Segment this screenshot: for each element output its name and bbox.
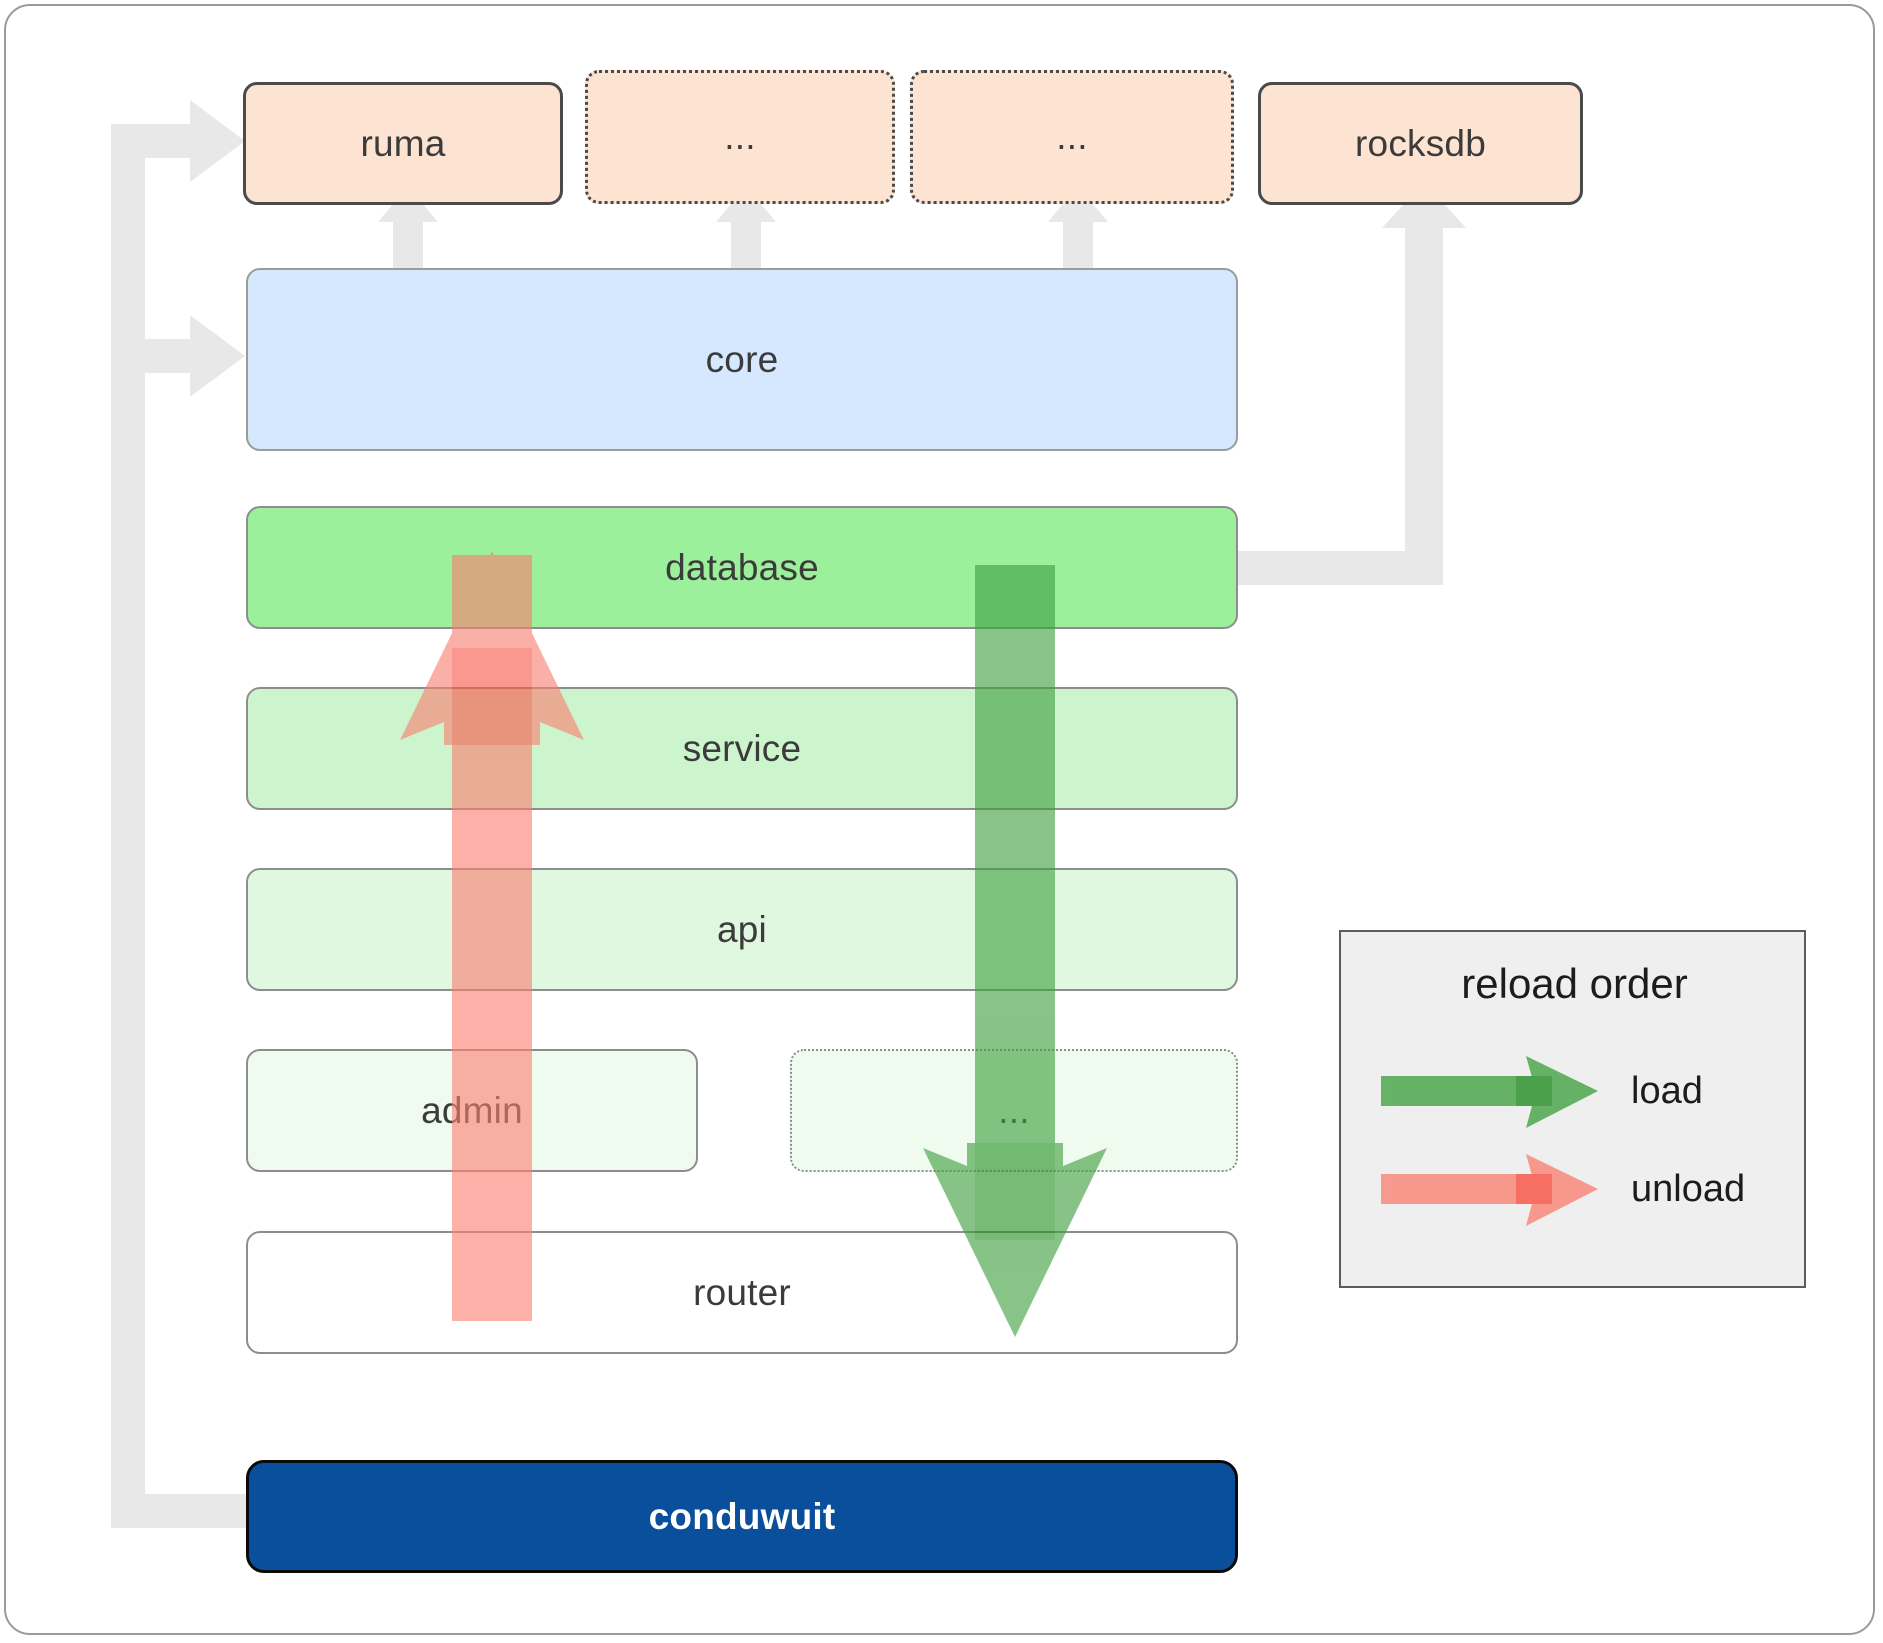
node-lib-ellipsis-2-label: ... — [1056, 116, 1088, 157]
node-database-label: database — [665, 546, 819, 588]
node-ruma[interactable]: ruma — [243, 82, 563, 205]
node-lib-ellipsis-2[interactable]: ... — [910, 70, 1234, 204]
node-database[interactable]: database — [246, 506, 1238, 629]
node-conduwuit[interactable]: conduwuit — [246, 1460, 1238, 1573]
legend-item-load-label: load — [1631, 1070, 1703, 1112]
legend-title: reload order — [1461, 960, 1688, 1007]
node-rocksdb[interactable]: rocksdb — [1258, 82, 1583, 205]
node-router[interactable]: router — [246, 1231, 1238, 1354]
legend-unload-arrow-icon — [1381, 1154, 1598, 1226]
node-api-label: api — [717, 908, 767, 950]
node-admin-label: admin — [421, 1089, 523, 1131]
node-split-ellipsis-label: ... — [998, 1089, 1030, 1131]
node-router-label: router — [693, 1271, 791, 1313]
node-admin[interactable]: admin — [246, 1049, 698, 1172]
node-lib-ellipsis-1[interactable]: ... — [585, 70, 895, 204]
legend-load-arrow-icon — [1381, 1056, 1598, 1128]
node-conduwuit-label: conduwuit — [648, 1495, 836, 1537]
node-split-ellipsis[interactable]: ... — [790, 1049, 1238, 1172]
node-ruma-label: ruma — [360, 122, 446, 164]
node-lib-ellipsis-1-label: ... — [724, 116, 756, 157]
node-core[interactable]: core — [246, 268, 1238, 451]
node-core-label: core — [705, 338, 779, 380]
legend-arrows — [1381, 1056, 1598, 1226]
node-rocksdb-label: rocksdb — [1355, 122, 1486, 164]
node-service[interactable]: service — [246, 687, 1238, 810]
legend-item-unload-label: unload — [1631, 1168, 1746, 1210]
legend-panel: reload order load unload — [1339, 930, 1806, 1288]
diagram-frame — [4, 4, 1875, 1635]
node-service-label: service — [682, 727, 802, 769]
node-api[interactable]: api — [246, 868, 1238, 991]
